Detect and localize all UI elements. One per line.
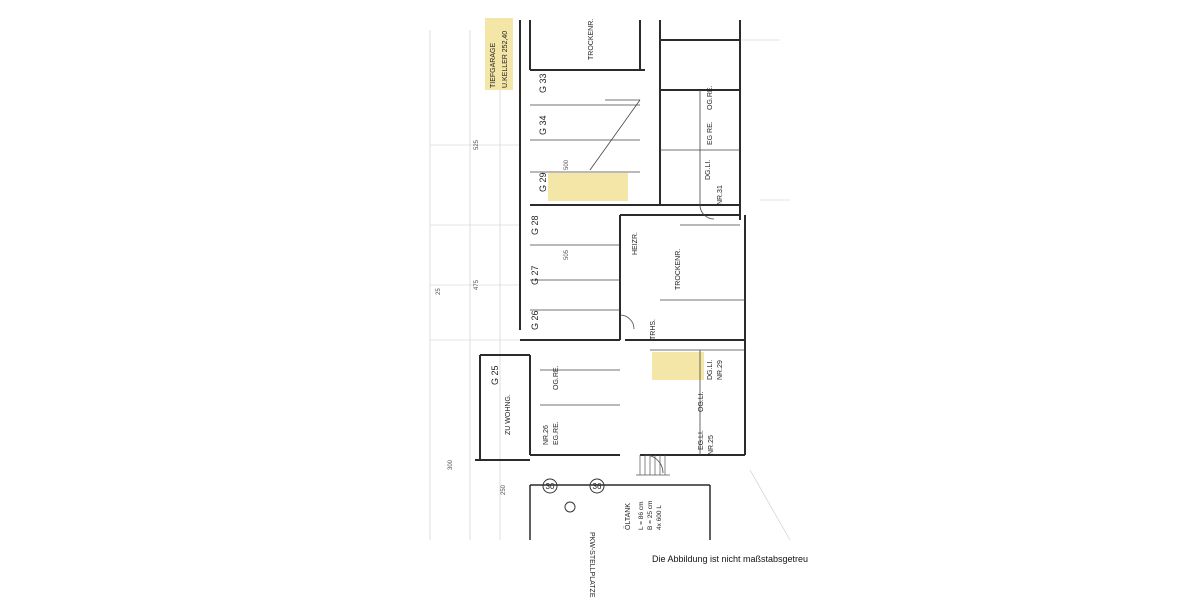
label-nr26: NR.26 (543, 425, 550, 445)
label-nr25-og: OG.LI. (698, 391, 705, 412)
dim-25: 25 (436, 288, 442, 295)
label-g25: G 25 (490, 365, 500, 385)
label-stellplaetze: PKW-STELLPLATZE (588, 532, 595, 598)
dim-525: 525 (474, 139, 480, 150)
label-trockenraum-top: TROCKENR. (588, 19, 595, 60)
label-nr31: NR.31 (717, 185, 724, 205)
dim-475: 475 (474, 279, 480, 290)
label-g33: G 33 (538, 73, 548, 93)
label-g34: G 34 (538, 115, 548, 135)
tank-circle (564, 501, 576, 513)
highlight-tiefgarage (485, 18, 513, 90)
label-trockenraum: TROCKENR. (675, 249, 682, 290)
label-tiefgarage: TIEFGARAGE (490, 43, 497, 88)
marker-30-circle (542, 478, 558, 494)
dim-500: 500 (564, 159, 570, 170)
dim-505: 505 (564, 249, 570, 260)
label-g26: G 26 (530, 310, 540, 330)
label-zu-wohnung: ZU WOHNG. (505, 394, 512, 435)
marker-36-label: 36 (593, 482, 602, 491)
label-nr25-eg: EG.LI. (698, 430, 705, 450)
marker-30-label: 30 (546, 482, 555, 491)
label-nr25: NR.25 (708, 435, 715, 455)
scale-disclaimer: Die Abbildung ist nicht maßstabsgetreu (651, 554, 809, 564)
highlight-g29 (548, 173, 628, 201)
label-nr31-eg: EG RE. (707, 121, 714, 145)
tank-spec-length: L = 86 cm (638, 502, 645, 530)
tank-spec-volume: 4x 600 L (656, 505, 663, 530)
marker-36-circle (589, 478, 605, 494)
label-g29: G 29 (538, 172, 548, 192)
label-nr31-og: OG.RE. (707, 85, 714, 110)
label-nr29: NR.29 (717, 360, 724, 380)
label-g28: G 28 (530, 215, 540, 235)
label-g27: G 27 (530, 265, 540, 285)
label-heizraum: HEIZR. (632, 232, 639, 255)
dim-250: 250 (501, 484, 507, 495)
label-oeltank: ÖLTANK (624, 503, 632, 530)
label-treppenhaus: TRHS. (650, 319, 657, 340)
label-nr31-dg: DG.LI. (705, 160, 712, 180)
label-nr26-eg: EG.RE. (553, 421, 560, 445)
label-keller: U.KELLER 252,40 (502, 31, 509, 88)
label-nr26-og: OG.RE. (553, 365, 560, 390)
dim-300: 300 (448, 459, 454, 470)
highlight-nr29 (652, 352, 704, 380)
label-nr29-dg: DG.LI. (707, 360, 714, 380)
tank-spec-width: B = 25 cm (647, 501, 654, 530)
